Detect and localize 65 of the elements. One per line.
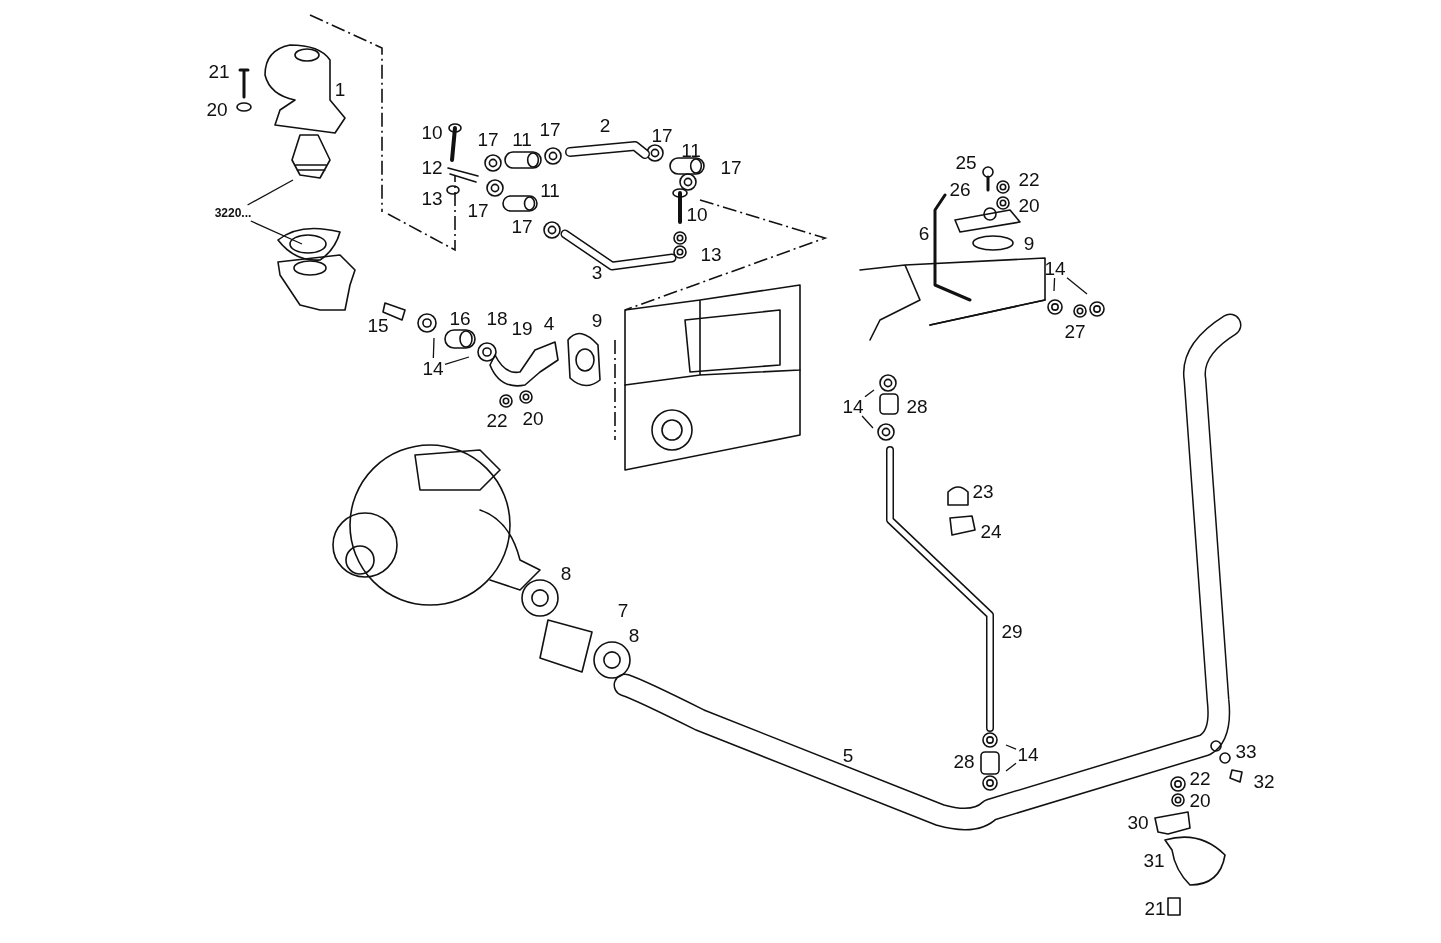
callout-number: 11 — [681, 140, 701, 160]
callout-number: 2 — [599, 115, 611, 135]
callout-number: 9 — [591, 310, 603, 330]
callout-number: 8 — [560, 563, 572, 583]
leader-line — [1005, 762, 1017, 772]
callout-number: 13 — [421, 188, 443, 208]
callout-number: 21 — [208, 61, 230, 81]
callout-number: 26 — [949, 179, 971, 199]
callout-number: 9 — [1023, 233, 1035, 253]
callout-number: 15 — [367, 315, 389, 335]
callout-number: 28 — [953, 751, 975, 771]
leader-line — [246, 179, 294, 206]
callout-number: 16 — [449, 308, 471, 328]
callout-number: 23 — [972, 481, 994, 501]
callout-number: 10 — [421, 122, 443, 142]
callout-number: 17 — [477, 129, 499, 149]
leader-line — [1066, 277, 1088, 295]
callout-number: 19 — [511, 318, 533, 338]
callout-number: 17 — [467, 200, 489, 220]
callout-number: 18 — [486, 308, 508, 328]
leader-line — [861, 415, 874, 429]
callout-number: 10 — [686, 204, 708, 224]
callout-number: 29 — [1001, 621, 1023, 641]
leader-line — [864, 389, 875, 398]
callout-number: 21 — [1144, 898, 1166, 918]
callout-number: 17 — [651, 125, 673, 145]
callout-number: 6 — [918, 223, 930, 243]
callout-number: 25 — [955, 152, 977, 172]
callout-number: 17 — [539, 119, 561, 139]
callout-number: 22 — [1018, 169, 1040, 189]
callout-number: 13 — [700, 244, 722, 264]
callout-number: 30 — [1127, 812, 1149, 832]
leader-line — [250, 220, 303, 245]
leader-line — [1005, 744, 1017, 750]
callout-number: 12 — [421, 157, 443, 177]
callout-number: 31 — [1143, 850, 1165, 870]
callout-number: 14 — [421, 358, 445, 378]
callout-number: 1 — [334, 79, 346, 99]
callout-number: 33 — [1235, 741, 1257, 761]
callout-number: 14 — [1043, 258, 1067, 278]
callout-number: 14 — [841, 396, 865, 416]
leader-line — [432, 337, 435, 359]
callout-number: 8 — [628, 625, 640, 645]
callout-number: 20 — [1018, 195, 1040, 215]
leader-line — [444, 356, 470, 365]
callout-number: 17 — [720, 157, 742, 177]
callout-number: 20 — [1189, 790, 1211, 810]
callout-number: 28 — [906, 396, 928, 416]
callout-number: 11 — [512, 129, 532, 149]
callout-number: 32 — [1253, 771, 1275, 791]
callout-number: 7 — [617, 600, 629, 620]
callout-number: 5 — [842, 745, 854, 765]
callout-number: 11 — [540, 180, 560, 200]
leader-line — [1053, 277, 1056, 292]
callout-number: 24 — [980, 521, 1002, 541]
callout-number: 20 — [522, 408, 544, 428]
callout-number: 20 — [206, 99, 228, 119]
callout-number: 4 — [543, 313, 555, 333]
callout-number: 22 — [486, 410, 508, 430]
callout-number: 27 — [1064, 321, 1086, 341]
callout-number: 17 — [511, 216, 533, 236]
callout-number: 3220... — [206, 205, 260, 221]
callout-number: 3 — [591, 262, 603, 282]
callout-number: 14 — [1016, 744, 1040, 764]
callout-number: 22 — [1189, 768, 1211, 788]
